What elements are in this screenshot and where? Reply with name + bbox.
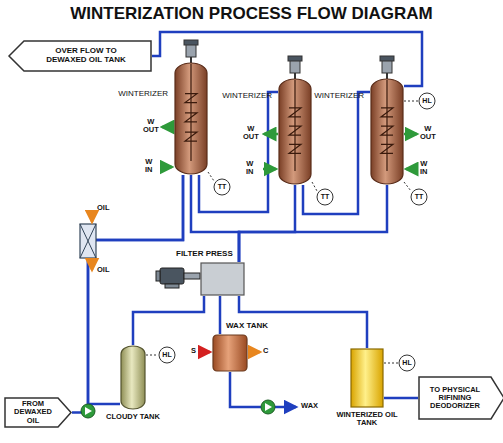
stream-label: WAX	[301, 402, 318, 410]
stream-label: OIL	[97, 266, 110, 274]
node-heading: WINTERIZED OIL TANK	[336, 411, 398, 428]
stream-label: W OUT	[143, 118, 159, 134]
vessel-box: WINTERIZER	[278, 78, 312, 185]
stream-label: W IN	[145, 158, 153, 174]
pipe-line	[303, 92, 370, 214]
stream-label: W IN	[246, 160, 254, 176]
pipe-line	[72, 175, 183, 413]
node-heading: CLOUDY TANK	[106, 413, 160, 421]
instrument-circle: TT	[213, 178, 231, 196]
pipe-line	[219, 296, 222, 334]
pipe-line	[239, 185, 387, 262]
pipe-line	[191, 175, 239, 262]
node-heading: WINTERIZER	[222, 92, 272, 101]
node-shape	[278, 78, 312, 185]
instrument-circle: HL	[398, 354, 416, 372]
node-shape	[370, 78, 404, 185]
node-text: TT	[218, 183, 227, 191]
node-shape	[200, 262, 245, 296]
node-text: HL	[402, 359, 411, 367]
stream-label: S	[191, 347, 196, 355]
node-shape	[174, 62, 208, 175]
node-heading: FILTER PRESS	[176, 250, 233, 259]
pipe-line	[133, 296, 204, 345]
pipe-line	[384, 397, 418, 400]
heat-exchanger	[80, 210, 96, 270]
vessel-box: WINTERIZED OIL TANK	[350, 348, 384, 408]
stream-label: W OUT	[420, 125, 436, 141]
instrument-circle: TT	[410, 188, 428, 206]
flow-arrow: OVER FLOW TO DEWAXED OIL TANK	[8, 40, 152, 72]
flow-arrow: TO PHYSICAL RIFINING DEODORIZER	[418, 376, 503, 420]
vessel-box: WAX TANK	[212, 334, 248, 372]
node-text: HL	[162, 351, 171, 359]
wax-outlet	[230, 372, 296, 414]
node-text: TT	[321, 193, 330, 201]
feed-pump	[81, 404, 95, 418]
stream-label: OIL	[97, 204, 110, 212]
filter-motor	[156, 268, 200, 288]
instrument-circle: HL	[158, 346, 176, 364]
node-heading: WINTERIZER	[314, 92, 364, 101]
node-text: HL	[422, 97, 431, 105]
stream-label: W OUT	[243, 125, 259, 141]
node-text: TO PHYSICAL RIFINING DEODORIZER	[424, 386, 486, 411]
stream-label: W IN	[420, 160, 428, 176]
node-text: FROM DEWAXED OIL	[10, 400, 56, 425]
agitator-motor	[184, 40, 394, 79]
stream-label: C	[263, 347, 268, 355]
condensate-arrow	[249, 351, 260, 354]
node-text: TT	[415, 193, 424, 201]
flow-arrow: FROM DEWAXED OIL	[4, 397, 72, 428]
node-shape	[120, 345, 146, 410]
node-heading: WAX TANK	[226, 322, 268, 331]
node-shape	[350, 348, 384, 408]
node-heading: WINTERIZER	[118, 90, 168, 99]
node-shape	[212, 334, 248, 372]
node-text: OVER FLOW TO DEWAXED OIL TANK	[40, 47, 132, 65]
instrument-circle: TT	[316, 188, 334, 206]
diagram-title: WINTERIZATION PROCESS FLOW DIAGRAM	[0, 4, 503, 24]
pipe-line	[239, 185, 295, 262]
vessel-box: FILTER PRESS	[200, 262, 245, 296]
vessel-box: WINTERIZER	[370, 78, 404, 185]
pipe-line	[199, 92, 278, 212]
steam-arrow	[199, 351, 210, 354]
instrument-circle: HL	[418, 92, 436, 110]
vessel-box: WINTERIZER	[174, 62, 208, 175]
vessel-box: CLOUDY TANK	[120, 345, 146, 410]
